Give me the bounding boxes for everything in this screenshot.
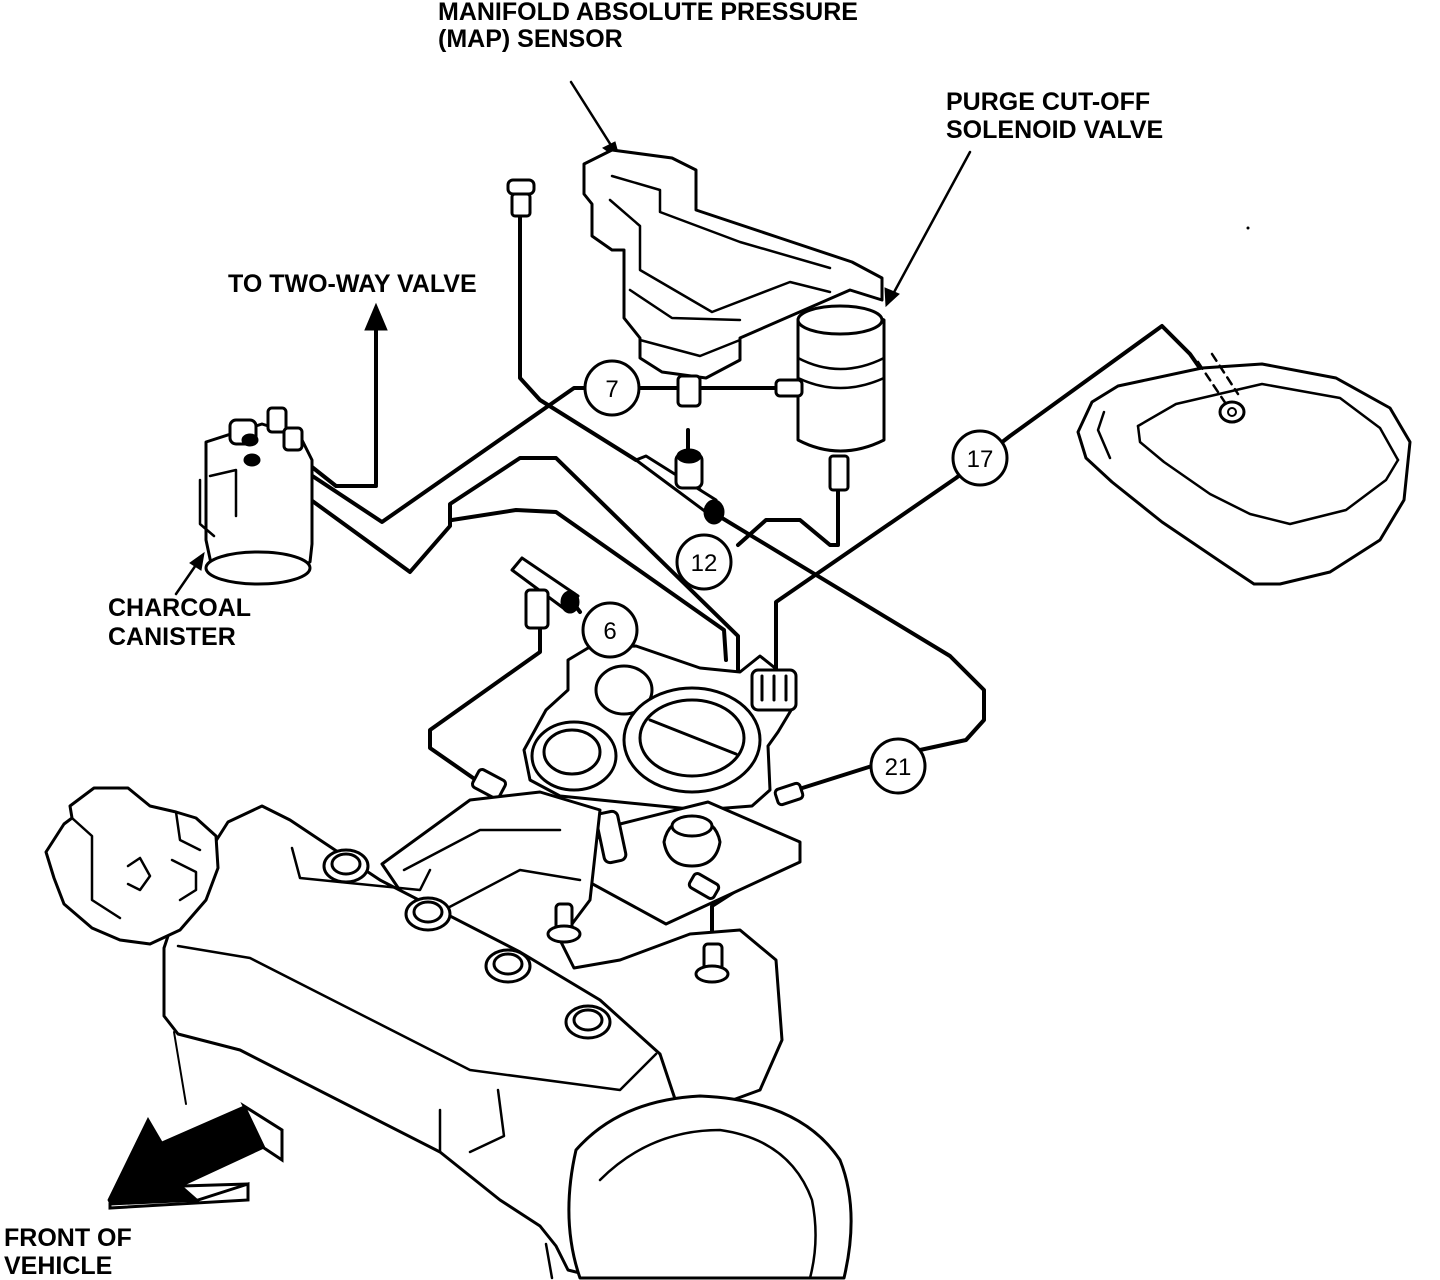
timing-belt-cover	[544, 1094, 853, 1280]
plenum-bracket	[576, 800, 802, 926]
front-arrow-icon	[107, 1101, 284, 1210]
hose-canister-to-throttle	[254, 456, 740, 682]
callout-21-text: 21	[885, 754, 912, 781]
hose-12-to-purge	[736, 486, 840, 547]
map-sensor-nipple	[676, 374, 702, 408]
callout-6-text: 6	[603, 618, 616, 645]
purge-valve-leader-arrowhead	[884, 287, 900, 308]
callout-21: 21	[869, 737, 927, 795]
map-sensor[interactable]	[582, 148, 884, 408]
throttle-body[interactable]	[470, 644, 805, 812]
cylinder-head-cover[interactable]	[162, 804, 692, 1280]
canister-label-line2: CANISTER	[108, 623, 236, 651]
hose-12-loop	[450, 508, 728, 662]
distributor[interactable]	[44, 786, 220, 946]
hose-junctions	[510, 448, 725, 630]
air-cleaner-port	[1218, 400, 1246, 424]
purge-cutoff-solenoid-valve[interactable]	[774, 304, 886, 492]
callout-12-text: 12	[691, 550, 718, 577]
map-sensor-label-line2: (MAP) SENSOR	[438, 25, 623, 53]
callout-7-text: 7	[605, 376, 618, 403]
purge-valve-side-port	[774, 378, 804, 398]
up-arrow-icon	[364, 302, 388, 486]
callout-7: 7	[583, 359, 641, 417]
canister-leader-arrowhead	[189, 551, 205, 571]
engine-leader	[173, 1031, 187, 1105]
speck	[1246, 226, 1250, 230]
callout-17: 17	[951, 429, 1009, 487]
charcoal-canister[interactable]	[198, 406, 314, 586]
hose-21-upper	[720, 516, 986, 752]
hose-21-lower	[794, 764, 874, 792]
air-cleaner[interactable]	[1076, 352, 1412, 586]
canister-leader	[174, 560, 200, 596]
map-sensor-label-line1: MANIFOLD ABSOLUTE PRESSURE	[438, 0, 858, 26]
callout-12: 12	[675, 533, 733, 591]
hose-top-port	[518, 214, 638, 462]
vacuum-port-cap	[506, 178, 536, 218]
canister-label-line1: CHARCOAL	[108, 594, 251, 622]
hose-17	[774, 324, 1206, 678]
purge-valve-bottom-port	[828, 454, 850, 492]
front-label-line1: FRONT OF	[4, 1224, 132, 1252]
map-sensor-leader	[569, 80, 616, 152]
throttle-body-idle-actuator	[594, 664, 654, 716]
purge-valve-label-line1: PURGE CUT-OFF	[946, 88, 1150, 116]
callout-6: 6	[581, 601, 639, 659]
purge-valve-label-line2: SOLENOID VALVE	[946, 116, 1163, 144]
callout-17-text: 17	[967, 446, 994, 473]
purge-valve-leader	[890, 150, 972, 298]
two-way-valve-label: TO TWO-WAY VALVE	[228, 270, 477, 298]
front-label-line2: VEHICLE	[4, 1252, 112, 1280]
hose-6	[428, 624, 542, 782]
